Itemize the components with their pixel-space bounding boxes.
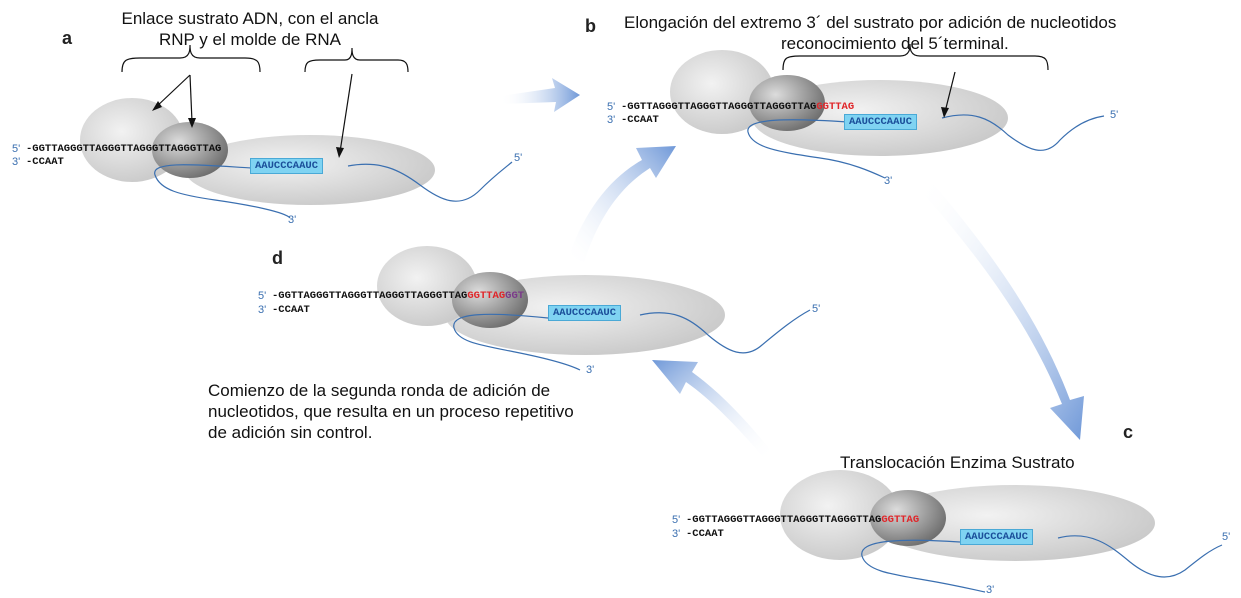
panel-d-caption-line2: nucleotidos, que resulta en un proceso r… <box>208 402 574 421</box>
panel-a-bottom-strand: -CCAAT <box>26 156 64 168</box>
panel-d-caption: Comienzo de la segunda ronda de adición … <box>208 380 574 443</box>
panel-b-rna-3prime: 3' <box>884 175 893 187</box>
panel-b-caption-line1: Elongación del extremo 3´ del sustrato p… <box>624 13 1117 32</box>
panel-b-original-seq: -GGTTAGGGTTAGGGTTAGGGTTAGGGTTAG <box>621 101 817 113</box>
panel-d-original-seq: -GGTTAGGGTTAGGGTTAGGGTTAGGGTTAG <box>272 290 468 302</box>
panel-a-caption-line1: Enlace sustrato ADN, con el ancla <box>121 9 379 28</box>
panel-d-bottom-strand: -CCAAT <box>272 304 310 316</box>
panel-c-bottom-strand: -CCAAT <box>686 528 724 540</box>
panel-b-prime3: 3' <box>607 114 616 126</box>
panel-b-bottom-strand: -CCAAT <box>621 114 659 126</box>
panel-a-letter: a <box>62 28 73 48</box>
panel-d-caption-line1: Comienzo de la segunda ronda de adición … <box>208 381 551 400</box>
panel-a-prime3: 3' <box>12 156 21 168</box>
panel-d-added-seq: GGTTAG <box>467 290 506 302</box>
panel-c-original-seq: -GGTTAGGGTTAGGGTTAGGGTTAGGGTTAG <box>686 514 882 526</box>
panel-a-rna-template: AAUCCCAAUC <box>250 158 324 174</box>
panel-c-rna-3prime: 3' <box>986 584 995 596</box>
panel-a-caption: Enlace sustrato ADN, con el ancla RNP y … <box>80 8 420 50</box>
panel-c-prime5: 5' <box>672 514 681 526</box>
panel-d-rna-5prime: 5' <box>812 303 821 315</box>
panel-b-prime5: 5' <box>607 101 616 113</box>
panel-c-rna-5prime: 5' <box>1222 531 1231 543</box>
panel-d-rna-template: AAUCCCAAUC <box>548 305 622 321</box>
panel-b-letter: b <box>585 16 596 36</box>
arrow-b-to-c <box>920 180 1084 440</box>
panel-a-rna-5prime: 5' <box>514 152 523 164</box>
panel-c-top-strand: -GGTTAGGGTTAGGGTTAGGGTTAGGGTTAGGGTTAG <box>686 514 919 526</box>
panel-b-caption-line2: reconocimiento del 5´terminal. <box>781 34 1009 53</box>
panel-c-caption: Translocación Enzima Sustrato <box>840 453 1075 472</box>
panel-d-added-seq-2: GGT <box>505 290 525 302</box>
complex-c <box>780 470 1223 593</box>
panel-b-added-seq: GGTTAG <box>816 101 855 113</box>
panel-c-prime3: 3' <box>672 528 681 540</box>
panel-a-prime5: 5' <box>12 143 21 155</box>
panel-a-rna-3prime: 3' <box>288 214 297 226</box>
arrow-a-to-b <box>500 78 580 112</box>
panel-b-top-strand: -GGTTAGGGTTAGGGTTAGGGTTAGGGTTAGGGTTAG <box>621 101 854 113</box>
panel-d-caption-line3: de adición sin control. <box>208 423 373 442</box>
panel-d-prime3: 3' <box>258 304 267 316</box>
panel-d-letter: d <box>272 248 283 268</box>
panel-d-top-strand: -GGTTAGGGTTAGGGTTAGGGTTAGGGTTAGGGTTAGGGT <box>272 290 524 302</box>
panel-a-top-strand: -GGTTAGGGTTAGGGTTAGGGTTAGGGTTAG <box>26 143 222 155</box>
panel-a-caption-line2: RNP y el molde de RNA <box>158 30 342 49</box>
panel-c-letter: c <box>1123 422 1134 442</box>
panel-c-rna-template: AAUCCCAAUC <box>960 529 1034 545</box>
arrow-c-to-d <box>652 360 772 458</box>
panel-c-added-seq: GGTTAG <box>881 514 920 526</box>
panel-d-prime5: 5' <box>258 290 267 302</box>
panel-d-rna-3prime: 3' <box>586 364 595 376</box>
panel-b-rna-5prime: 5' <box>1110 109 1119 121</box>
panel-b-rna-template: AAUCCCAAUC <box>844 114 918 130</box>
complex-d <box>377 246 811 371</box>
complex-a <box>80 44 513 219</box>
arrow-d-to-b <box>568 146 676 262</box>
